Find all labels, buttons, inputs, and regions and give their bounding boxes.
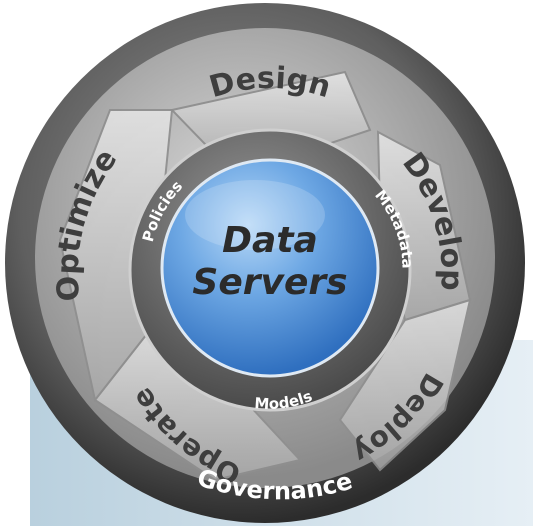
hub-title-line1: Data [222,220,318,261]
inner-ring-edge [128,128,412,412]
hub-highlight [185,180,325,250]
segment-deploy [338,298,472,472]
hub-circle [160,158,380,378]
hub-title-line2: Servers [192,262,347,303]
